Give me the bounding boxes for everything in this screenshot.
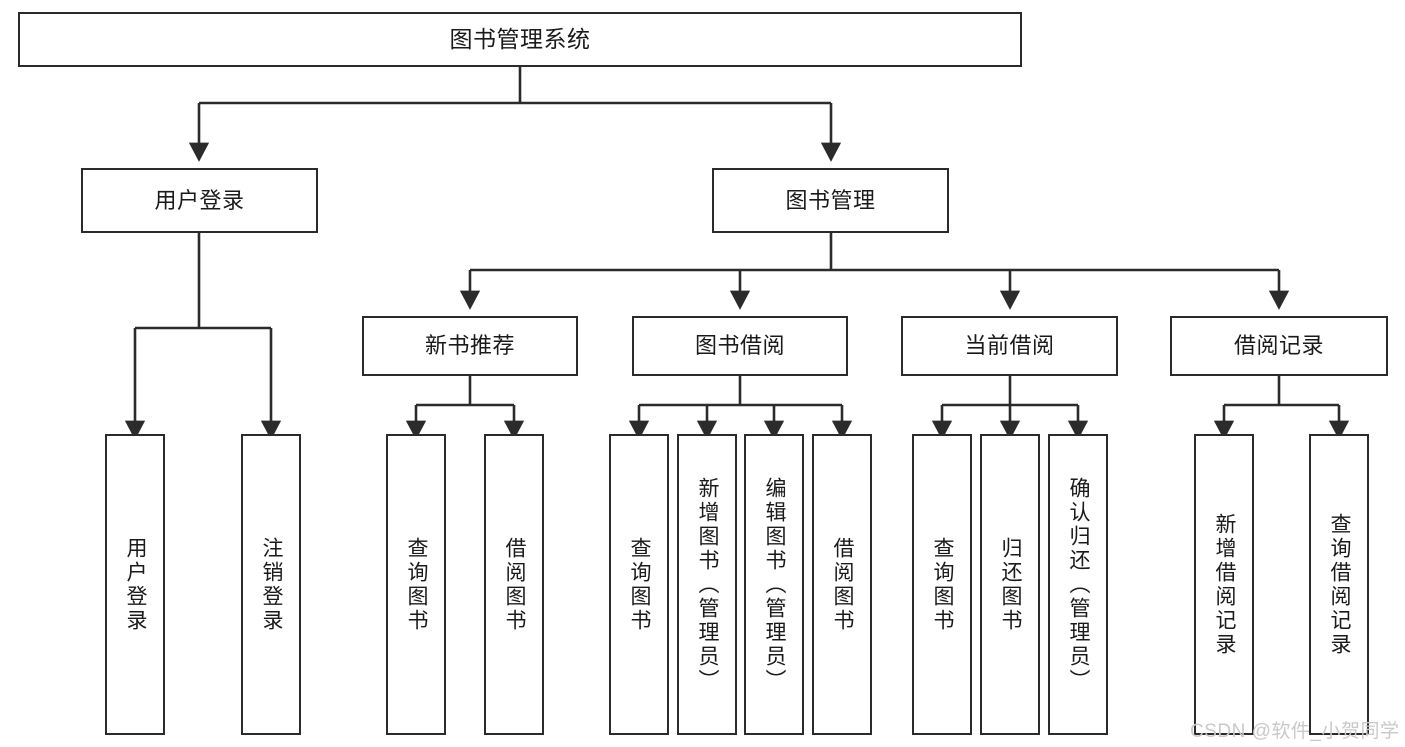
leaf-current-borrow-query[interactable]: 查询图书: [912, 434, 972, 735]
leaf-user-login-signin-label: 用户登录: [124, 536, 148, 633]
leaf-user-login-signout[interactable]: 注销登录: [241, 434, 301, 735]
userlogin-to-leaves-connectors: [124, 233, 282, 440]
node-new-book-recommend[interactable]: 新书推荐: [362, 316, 578, 376]
leaf-current-borrow-return[interactable]: 归还图书: [980, 434, 1040, 735]
node-book-borrow-label: 图书借阅: [694, 333, 785, 359]
leaf-book-borrow-edit-label: 编辑图书（管理员）: [763, 476, 787, 693]
leaf-book-borrow-lend[interactable]: 借阅图书: [812, 434, 872, 735]
leaf-new-book-query-label: 查询图书: [405, 536, 429, 633]
leaf-book-borrow-query[interactable]: 查询图书: [609, 434, 669, 735]
bookborrow-to-leaves-connectors: [628, 376, 853, 440]
currentborrow-to-leaves-connectors: [931, 376, 1089, 440]
bookmgmt-to-level3-connectors: [459, 233, 1290, 310]
node-user-login-label: 用户登录: [154, 187, 245, 213]
borrowrecord-to-leaves-connectors: [1213, 376, 1350, 440]
leaf-new-book-borrow-label: 借阅图书: [503, 536, 527, 633]
node-root-system[interactable]: 图书管理系统: [18, 12, 1022, 67]
node-new-book-recommend-label: 新书推荐: [424, 333, 515, 359]
root-to-level2-connectors: [188, 67, 842, 162]
leaf-borrow-record-add[interactable]: 新增借阅记录: [1194, 434, 1254, 735]
node-current-borrow-label: 当前借阅: [964, 333, 1055, 359]
leaf-book-borrow-add-label: 新增图书（管理员）: [696, 476, 720, 693]
node-borrow-record-label: 借阅记录: [1233, 333, 1324, 359]
node-root-system-label: 图书管理系统: [449, 25, 591, 52]
leaf-book-borrow-lend-label: 借阅图书: [831, 536, 855, 633]
leaf-new-book-borrow[interactable]: 借阅图书: [484, 434, 544, 735]
leaf-borrow-record-query[interactable]: 查询借阅记录: [1309, 434, 1369, 735]
node-book-management-label: 图书管理: [785, 187, 876, 213]
newbook-to-leaves-connectors: [405, 376, 525, 440]
leaf-new-book-query[interactable]: 查询图书: [386, 434, 446, 735]
leaf-current-borrow-query-label: 查询图书: [931, 536, 955, 633]
leaf-user-login-signout-label: 注销登录: [260, 536, 284, 633]
leaf-user-login-signin[interactable]: 用户登录: [105, 434, 165, 735]
leaf-book-borrow-edit[interactable]: 编辑图书（管理员）: [744, 434, 804, 735]
node-borrow-record[interactable]: 借阅记录: [1170, 316, 1388, 376]
leaf-current-borrow-return-label: 归还图书: [999, 536, 1023, 633]
node-user-login[interactable]: 用户登录: [81, 168, 318, 233]
leaf-book-borrow-query-label: 查询图书: [628, 536, 652, 633]
leaf-borrow-record-query-label: 查询借阅记录: [1328, 512, 1352, 657]
node-book-borrow[interactable]: 图书借阅: [632, 316, 848, 376]
node-book-management[interactable]: 图书管理: [712, 168, 949, 233]
node-current-borrow[interactable]: 当前借阅: [901, 316, 1118, 376]
csdn-watermark: CSDN @软件_小贺同学: [1190, 721, 1400, 742]
leaf-book-borrow-add[interactable]: 新增图书（管理员）: [677, 434, 737, 735]
leaf-current-borrow-confirm-return[interactable]: 确认归还（管理员）: [1048, 434, 1108, 735]
leaf-borrow-record-add-label: 新增借阅记录: [1213, 512, 1237, 657]
leaf-current-borrow-confirm-return-label: 确认归还（管理员）: [1067, 476, 1091, 693]
